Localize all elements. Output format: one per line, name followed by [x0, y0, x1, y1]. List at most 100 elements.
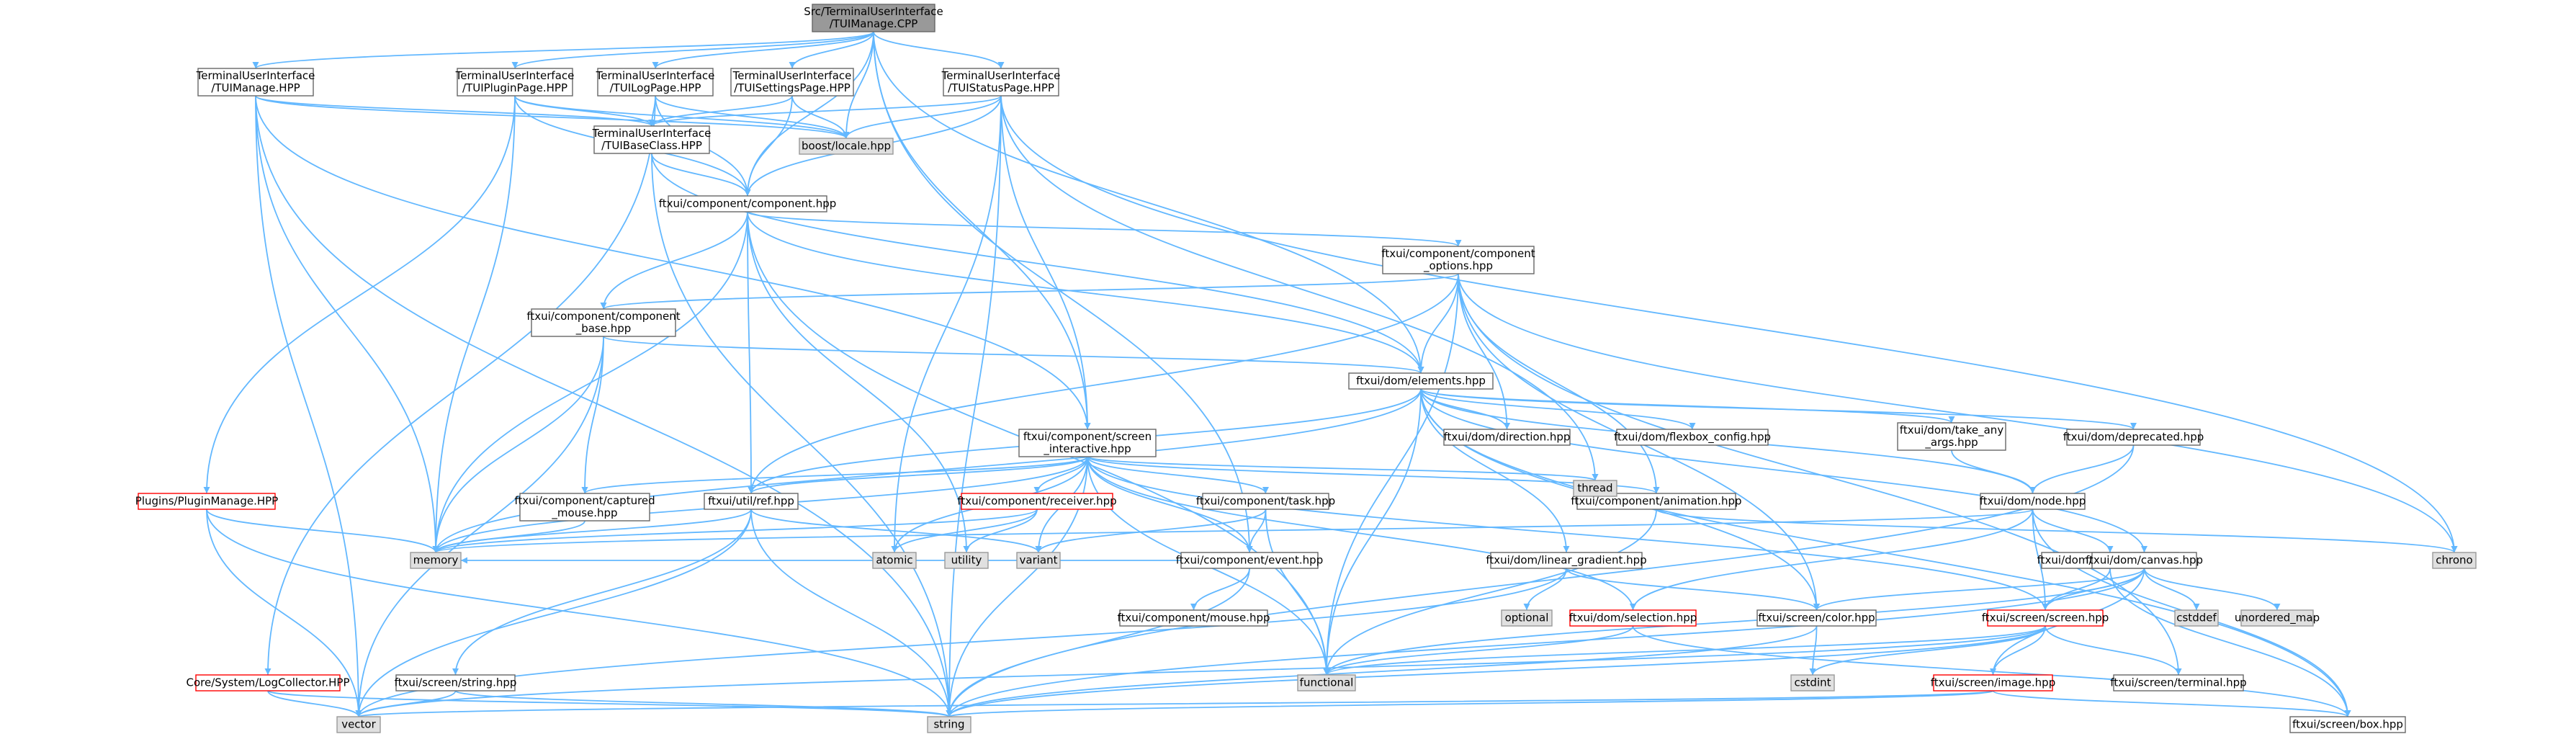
edge-screen_interactive-to-thread: [1087, 456, 1599, 481]
node-box: [961, 493, 1113, 510]
node-label: ftxui/component/captured: [514, 494, 655, 507]
edge-screen-to-cstdint: [1809, 625, 2046, 676]
node-receiver[interactable]: ftxui/component/receiver.hpp: [957, 493, 1117, 510]
node-label: thread: [1577, 482, 1612, 495]
edge-ref-to-variant: [750, 509, 1042, 553]
edge-elements-to-direction: [1420, 388, 1510, 430]
edge-node-to-screen: [2032, 509, 2049, 611]
edge-elements-to-canvas: [1420, 388, 2148, 553]
node-color[interactable]: ftxui/screen/color.hpp: [1756, 609, 1877, 627]
edge-task-to-variant: [1035, 509, 1267, 553]
node-image[interactable]: ftxui/screen/image.hpp: [1931, 674, 2055, 692]
edge-tuilogpage-to-boostlocale: [655, 95, 850, 139]
node-box: [597, 68, 714, 97]
node-ref[interactable]: ftxui/util/ref.hpp: [704, 493, 799, 510]
node-canvas[interactable]: ftxui/dom/canvas.hpp: [2086, 552, 2203, 569]
node-label: TerminalUserInterface: [941, 69, 1061, 82]
node-label: /TUILogPage.HPP: [610, 81, 701, 94]
node-box: [1443, 429, 1571, 446]
edge-tuipluginpage-to-tuibaseclass: [514, 95, 655, 127]
node-label: ftxui/component/animation.hpp: [1571, 495, 1741, 508]
node-tuistatuspage[interactable]: TerminalUserInterface/TUIStatusPage.HPP: [941, 68, 1061, 97]
node-take-any-args[interactable]: ftxui/dom/take_any_args.hpp: [1897, 422, 2006, 451]
node-flexbox-config[interactable]: ftxui/dom/flexbox_config.hpp: [1614, 429, 1771, 446]
node-box: [927, 716, 971, 733]
edge-screen-to-image: [1990, 625, 2046, 676]
node-event[interactable]: ftxui/component/event.hpp: [1176, 552, 1323, 569]
node-label: utility: [951, 554, 982, 567]
node-string-hpp[interactable]: ftxui/screen/string.hpp: [395, 674, 517, 692]
edge-component_options-to-direction: [1458, 273, 1510, 430]
node-box: [1897, 422, 2006, 451]
node-label: functional: [1300, 676, 1354, 689]
node-pluginmanage[interactable]: Plugins/PluginManage.HPP: [135, 493, 278, 510]
node-label: ftxui/dom/selection.hpp: [1569, 612, 1697, 625]
node-chrono: chrono: [2432, 552, 2477, 569]
node-screen-interactive[interactable]: ftxui/component/screen_interactive.hpp: [1018, 429, 1157, 457]
edge-deprecated-to-node: [2029, 444, 2135, 494]
edge-logcollector-to-string: [267, 690, 953, 717]
edge-component_base-to-memory: [432, 336, 604, 553]
node-mouse[interactable]: ftxui/component/mouse.hpp: [1117, 609, 1270, 627]
node-box: [1348, 372, 1494, 390]
node-box: [1790, 674, 1835, 692]
node-node[interactable]: ftxui/dom/node.hpp: [1980, 493, 2086, 510]
node-tuipluginpage[interactable]: TerminalUserInterface/TUIPluginPage.HPP: [455, 68, 575, 97]
node-label: /TUISettingsPage.HPP: [734, 81, 851, 94]
node-screen[interactable]: ftxui/screen/screen.hpp: [1982, 609, 2109, 627]
node-component[interactable]: ftxui/component/component.hpp: [659, 195, 837, 212]
node-box: [2113, 674, 2244, 692]
node-terminal[interactable]: ftxui/screen/terminal.hpp: [2110, 674, 2247, 692]
node-tuimanage-hpp[interactable]: TerminalUserInterface/TUIManage.HPP: [196, 68, 315, 97]
node-label: ftxui/screen/string.hpp: [395, 676, 517, 689]
node-component-options[interactable]: ftxui/component/component_options.hpp: [1381, 246, 1535, 274]
node-elements[interactable]: ftxui/dom/elements.hpp: [1348, 372, 1494, 390]
node-label: boost/locale.hpp: [802, 140, 891, 153]
node-label: TerminalUserInterface: [596, 69, 715, 82]
node-label: vector: [341, 718, 376, 731]
edge-linear_gradient-to-optional: [1523, 568, 1567, 611]
node-animation[interactable]: ftxui/component/animation.hpp: [1571, 493, 1742, 510]
node-direction[interactable]: ftxui/dom/direction.hpp: [1443, 429, 1571, 446]
node-label: _mouse.hpp: [551, 506, 617, 520]
node-tuibaseclass[interactable]: TerminalUserInterface/TUIBaseClass.HPP: [592, 125, 712, 154]
edge-image-to-string: [946, 690, 1994, 717]
edge-node-to-selection: [1630, 509, 2034, 611]
edge-receiver-to-utility: [963, 509, 1038, 553]
edge-tuimanage_hpp-to-vector: [255, 95, 362, 717]
node-logcollector[interactable]: Core/System/LogCollector.HPP: [187, 674, 350, 692]
edge-node-to-requirement: [2032, 509, 2114, 553]
edge-screen_interactive-to-selection: [1087, 456, 1636, 611]
node-captured-mouse[interactable]: ftxui/component/captured_mouse.hpp: [514, 493, 655, 522]
node-label: ftxui/dom/take_any: [1900, 424, 2004, 437]
edge-component-to-elements: [747, 211, 1424, 374]
node-label: ftxui/component/screen: [1023, 430, 1152, 443]
node-label: ftxui/component/task.hpp: [1196, 495, 1335, 508]
node-linear-gradient[interactable]: ftxui/dom/linear_gradient.hpp: [1486, 552, 1647, 569]
edge-tuibaseclass-to-elements: [651, 153, 1424, 374]
node-deprecated[interactable]: ftxui/dom/deprecated.hpp: [2063, 429, 2204, 446]
node-root: Src/TerminalUserInterface/TUIManage.CPP: [804, 4, 943, 32]
node-box: [1987, 609, 2104, 627]
node-box: [1382, 246, 1535, 274]
node-tuisettingspage[interactable]: TerminalUserInterface/TUISettingsPage.HP…: [730, 68, 854, 97]
node-component-base[interactable]: ftxui/component/component_base.hpp: [526, 308, 681, 337]
node-selection[interactable]: ftxui/dom/selection.hpp: [1569, 609, 1697, 627]
node-box: [2066, 429, 2201, 446]
node-box[interactable]: ftxui/screen/box.hpp: [2289, 716, 2406, 733]
edge-tuisettingspage-to-component: [744, 95, 793, 197]
node-tuilogpage[interactable]: TerminalUserInterface/TUILogPage.HPP: [596, 68, 715, 97]
node-task[interactable]: ftxui/component/task.hpp: [1196, 493, 1335, 510]
node-box: [1501, 609, 1553, 627]
node-box: [1616, 429, 1769, 446]
node-label: /TUIStatusPage.HPP: [948, 81, 1054, 94]
edge-screen_interactive-to-animation: [1087, 456, 1660, 494]
edge-ref-to-vector: [355, 509, 752, 717]
edge-tuimanage_hpp-to-screen_interactive: [255, 95, 1091, 430]
node-box: [593, 125, 710, 154]
node-box: [2240, 609, 2314, 627]
node-label: ftxui/component/component: [1381, 247, 1535, 260]
node-box: [197, 68, 314, 97]
node-label: /TUIPluginPage.HPP: [462, 81, 567, 94]
